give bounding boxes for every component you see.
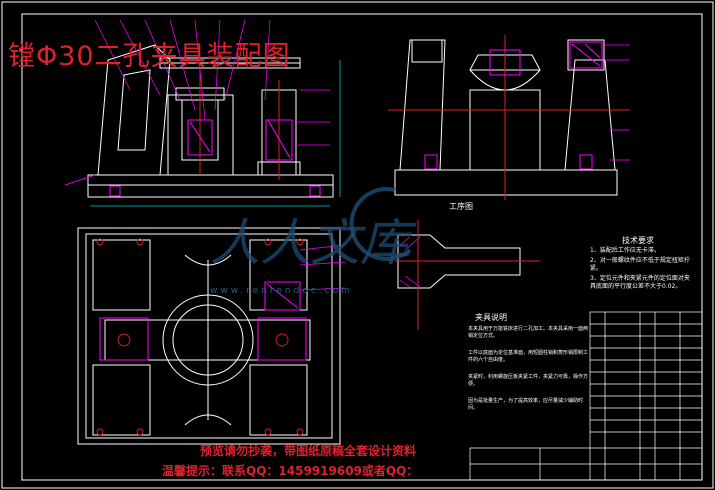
technical-requirement-item: 1、装配后工作应无卡滞。 bbox=[590, 247, 660, 254]
technical-requirement-item: 3、定位元件和夹紧元件的定位面对夹具底面的平行度公差不大于0.02。 bbox=[590, 275, 690, 290]
drawing-frame-inner bbox=[21, 13, 703, 481]
process-sheet-label: 工序图 bbox=[449, 202, 473, 211]
fixture-description-paragraph: 本夹具用于万能铣床进行二孔加工。本夹具采用一面两销定位方式。 bbox=[468, 326, 589, 339]
preview-warning: 预览请勿抄袭，带图纸原稿全套设计资料 bbox=[200, 444, 417, 458]
drawing-title: 镗Φ30二孔夹具装配图 bbox=[8, 41, 291, 72]
fixture-description-heading: 夹具说明 bbox=[475, 313, 507, 322]
title-block bbox=[469, 311, 703, 481]
side-view bbox=[388, 35, 630, 200]
technical-requirements-heading: 技术要求 bbox=[622, 236, 654, 245]
process-sketch bbox=[395, 220, 540, 330]
top-view-leaders bbox=[299, 244, 346, 291]
top-view bbox=[77, 227, 341, 445]
front-view bbox=[87, 44, 334, 198]
front-view-sections bbox=[109, 119, 321, 197]
front-view-leaders bbox=[64, 19, 330, 186]
fixture-description-paragraph: 因为是批量生产，为了提高效率，应尽量减少辅助时间。 bbox=[468, 398, 584, 411]
technical-requirement-item: 2、对一般螺纹件应不低于规定扭矩拧紧。 bbox=[590, 257, 690, 272]
top-view-sections bbox=[99, 281, 307, 361]
watermark-ring bbox=[349, 186, 412, 261]
side-view-leaders bbox=[604, 44, 630, 161]
top-view-bolts bbox=[96, 238, 304, 436]
watermark-url: www.renrendoc.com bbox=[210, 286, 353, 296]
process-sketch-hatch bbox=[399, 236, 421, 288]
fixture-description-paragraph: 工件以底面为定位基准面，用短圆柱销和菱形销限制工件的六个自由度。 bbox=[468, 350, 589, 363]
side-view-sections bbox=[424, 41, 603, 170]
watermark-logo: 人人文库 bbox=[210, 214, 410, 272]
fixture-description-paragraph: 夹紧时，利用螺旋压板夹紧工件，夹紧力可靠，操作方便。 bbox=[468, 374, 589, 387]
contact-warning: 温馨提示：联系QQ：1459919609或者QQ： bbox=[162, 464, 419, 478]
